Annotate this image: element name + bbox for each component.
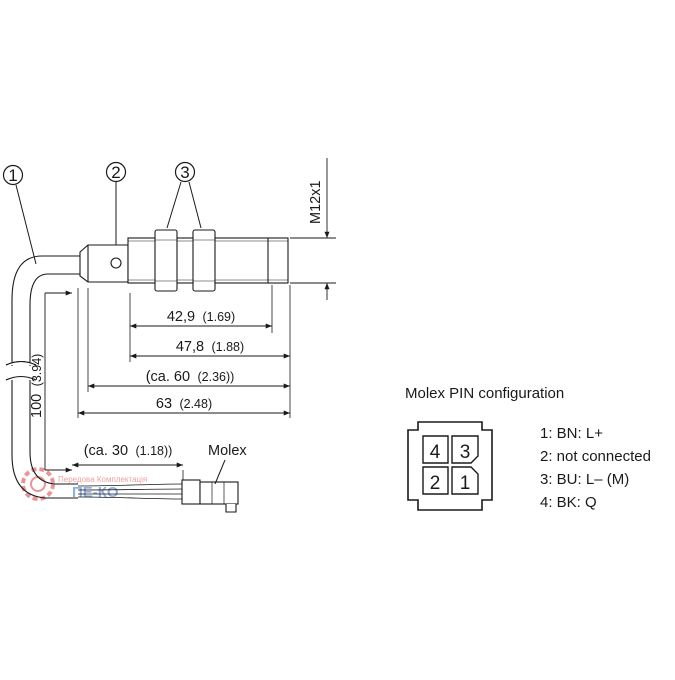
dim-100: 100 (3.94) xyxy=(28,290,72,473)
dim-100-value: 100 xyxy=(29,394,45,418)
molex-label: Molex xyxy=(208,443,247,459)
thread-label: M12x1 xyxy=(308,180,324,224)
molex-connector xyxy=(181,479,239,513)
dim-47-8-inch: (1.88) xyxy=(212,340,245,354)
callout-3: 3 xyxy=(166,161,202,229)
pin-connector-face xyxy=(407,421,493,511)
led-indicator xyxy=(110,257,122,269)
callout-1: 1 xyxy=(2,164,37,265)
svg-text:47,8 (1.88): 47,8 (1.88) xyxy=(176,338,244,355)
watermark-logo: ПЕ-КО xyxy=(72,484,119,501)
pin-legend: 1: BN: L+ 2: not connected 3: BU: L– (M)… xyxy=(540,425,651,511)
callout-1-number: 1 xyxy=(8,166,17,185)
pin-2-label: 2 xyxy=(430,473,441,494)
pin-legend-2: 2: not connected xyxy=(540,448,651,465)
svg-text:(ca. 60 (2.36)): (ca. 60 (2.36)) xyxy=(146,368,235,385)
pin-1-label: 1 xyxy=(460,473,471,494)
gear-icon xyxy=(21,467,55,501)
dim-47-8: 47,8 (1.88) xyxy=(130,338,290,359)
cable xyxy=(5,255,80,499)
callout-3-number: 3 xyxy=(180,163,189,182)
cable-wires xyxy=(77,483,183,500)
callout-2-number: 2 xyxy=(111,163,120,182)
dim-ca-60-value: (ca. 60 xyxy=(146,369,190,385)
dim-ca-30: (ca. 30 (1.18)) xyxy=(72,442,183,468)
svg-text:42,9 (1.69): 42,9 (1.69) xyxy=(167,308,235,325)
pin-legend-1: 1: BN: L+ xyxy=(540,425,603,442)
dim-63-inch: (2.48) xyxy=(179,397,212,411)
svg-text:(ca. 30 (1.18)): (ca. 30 (1.18)) xyxy=(84,442,173,459)
dim-42-9-value: 42,9 xyxy=(167,309,195,325)
pin-3-label: 3 xyxy=(460,442,471,463)
dim-ca-30-value: (ca. 30 xyxy=(84,443,128,459)
dim-ca-60: (ca. 60 (2.36)) xyxy=(88,368,290,389)
dim-63: 63 (2.48) xyxy=(78,395,290,416)
dim-ca-30-inch: (1.18)) xyxy=(135,444,172,458)
dim-47-8-value: 47,8 xyxy=(176,339,204,355)
dim-42-9-inch: (1.69) xyxy=(203,310,236,324)
pin-legend-3: 3: BU: L– (M) xyxy=(540,471,629,488)
dim-63-value: 63 xyxy=(156,396,172,412)
svg-text:63 (2.48): 63 (2.48) xyxy=(156,395,212,412)
sensor-body xyxy=(79,229,289,292)
dim-ca-60-inch: (2.36)) xyxy=(197,370,234,384)
pin-4-label: 4 xyxy=(430,442,441,463)
pin-config-title: Molex PIN configuration xyxy=(405,385,564,402)
dim-100-inch: (3.94) xyxy=(30,354,44,387)
pin-legend-4: 4: BK: Q xyxy=(540,494,597,511)
callout-2: 2 xyxy=(105,161,127,254)
svg-text:100 (3.94): 100 (3.94) xyxy=(28,354,45,418)
watermark-tagline: Передова Комплектація xyxy=(58,475,147,484)
thread-dimension xyxy=(290,158,336,300)
dim-42-9: 42,9 (1.69) xyxy=(130,308,272,329)
